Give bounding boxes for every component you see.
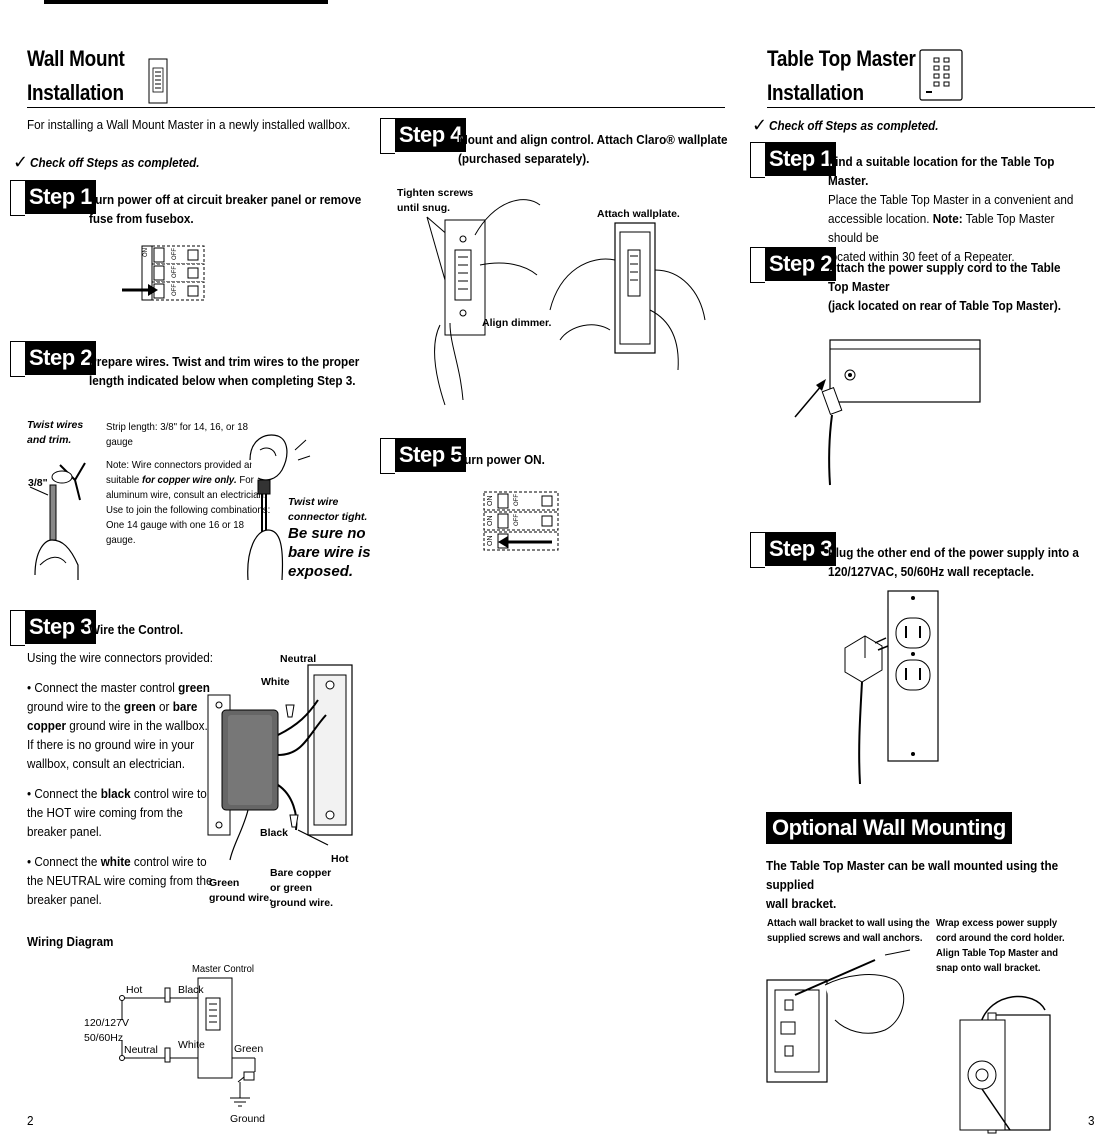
wall-receptacle-figure [844,590,939,785]
align-dimmer-figure [426,199,541,406]
wall-mount-intro: For installing a Wall Mount Master in a … [27,117,351,132]
right-step1-badge: Step 1 [750,142,837,178]
right-step1-text: Find a suitable location for the Table T… [828,154,1074,264]
attach-wallplate-label: Attach wallplate. [597,208,680,220]
right-check-note: ✓ Check off Steps as completed. [752,115,939,135]
voltage-label: 120/127V 50/60Hz [84,1017,129,1044]
right-step3-text: Plug the other end of the power supply i… [828,545,1079,579]
svg-text:ON: ON [487,516,494,527]
strip-length-note: Strip length: 3/8" for 14, 16, or 18 gau… [106,421,271,546]
left-step1-badge: Step 1 [10,180,97,216]
step-checkbox[interactable] [750,532,765,568]
right-step2-text: Attach the power supply cord to the Tabl… [828,260,1061,313]
step-checkbox[interactable] [10,610,25,646]
wallbox-wiring-figure [207,664,353,861]
step5-text: Turn power ON. [458,452,545,467]
left-check-note: ✓ Check off Steps as completed. [13,152,200,172]
svg-text:OFF: OFF [172,248,178,260]
left-step3-badge: Step 3 [10,610,97,646]
attach-wallplate-figure [549,222,706,371]
bare-wire-warning: Be sure no bare wire is exposed. [288,525,371,580]
svg-text:OFF: OFF [172,266,178,278]
diagram-black-label: Black [178,984,204,996]
left-title-rule [27,107,725,108]
table-top-title-line2: Installation [767,80,864,105]
page-number-left: 2 [27,1113,34,1128]
cord-holder-figure [959,995,1051,1134]
bare-copper-label: Bare copper or green ground wire. [270,867,333,909]
svg-text:OFF: OFF [514,494,520,506]
step4-badge: Step 4 [380,118,467,154]
step4-text: Mount and align control. Attach Claro® w… [458,132,728,166]
diagram-ground-label: Ground [230,1113,266,1125]
svg-text:OFF: OFF [172,284,178,296]
twist-label: Twist wires and trim. [27,419,84,446]
bracket-caption: Attach wall bracket to wall using the su… [767,917,930,944]
breaker-panel-figure: ON OFF OFF OFF [122,245,205,301]
diagram-green-label: Green [234,1043,264,1055]
wall-bracket-figure [766,949,911,1083]
cord-wrap-caption: Wrap excess power supply cord around the… [936,917,1065,974]
breaker-on-figure: ON ON ON OFF OFF [483,491,559,551]
left-step3-text: Wire the Control. [89,622,184,637]
left-step2-badge: Step 2 [10,341,97,377]
tighten-screws-label: Tighten screws until snug. [397,187,474,214]
connector-twist-figure [247,434,311,581]
svg-text:ON: ON [487,496,494,507]
checkmark-icon: ✓ [752,115,768,135]
wiring-diagram-title: Wiring Diagram [27,934,114,949]
diagram-white-label: White [178,1039,205,1051]
step-checkbox[interactable] [10,180,25,216]
step-checkbox[interactable] [750,142,765,178]
step-checkbox[interactable] [750,247,765,283]
svg-text:OFF: OFF [514,514,520,526]
optional-wall-mounting-heading: Optional Wall Mounting [766,812,1012,844]
optional-wall-mounting-intro: The Table Top Master can be wall mounted… [766,858,1059,911]
diagram-neutral-label: Neutral [124,1044,158,1056]
step-checkbox[interactable] [380,118,395,154]
diagram-hot-label: Hot [126,984,143,996]
wall-mount-title-line2: Installation [27,80,124,105]
step-checkbox[interactable] [10,341,25,377]
right-step3-badge: Step 3 [750,532,837,568]
checkmark-icon: ✓ [13,152,29,172]
wall-control-icon [148,58,168,104]
wiring-diagram [119,977,256,1107]
table-top-title-line1: Table Top Master [767,46,916,71]
black-label: Black [260,827,289,839]
right-step2-badge: Step 2 [750,247,837,283]
white-label: White [261,676,290,688]
step-checkbox[interactable] [380,438,395,474]
green-ground-label: Green ground wire. [209,877,272,904]
measure-label: 3/8" [28,477,48,489]
hot-label: Hot [331,853,349,865]
master-control-label: Master Control [192,963,254,975]
align-dimmer-label: Align dimmer. [482,317,552,329]
tight-label: Twist wire connector tight. [288,496,368,523]
svg-text:ON: ON [487,536,494,547]
power-cord-jack-figure [794,339,981,486]
neutral-label: Neutral [280,653,317,665]
table-top-master-icon [919,49,963,101]
wire-strip-hand-figure [29,462,86,580]
left-step2-text: Prepare wires. Twist and trim wires to t… [89,354,360,388]
right-title-rule [767,107,1095,108]
svg-text:ON: ON [143,248,149,257]
left-step1-text: Turn power off at circuit breaker panel … [89,192,362,226]
step5-badge: Step 5 [380,438,467,474]
page-number-right: 3 [1088,1113,1095,1128]
wall-mount-title-line1: Wall Mount [27,46,125,71]
header-bar [44,0,328,4]
wire-control-instructions: Using the wire connectors provided: • Co… [27,650,214,907]
